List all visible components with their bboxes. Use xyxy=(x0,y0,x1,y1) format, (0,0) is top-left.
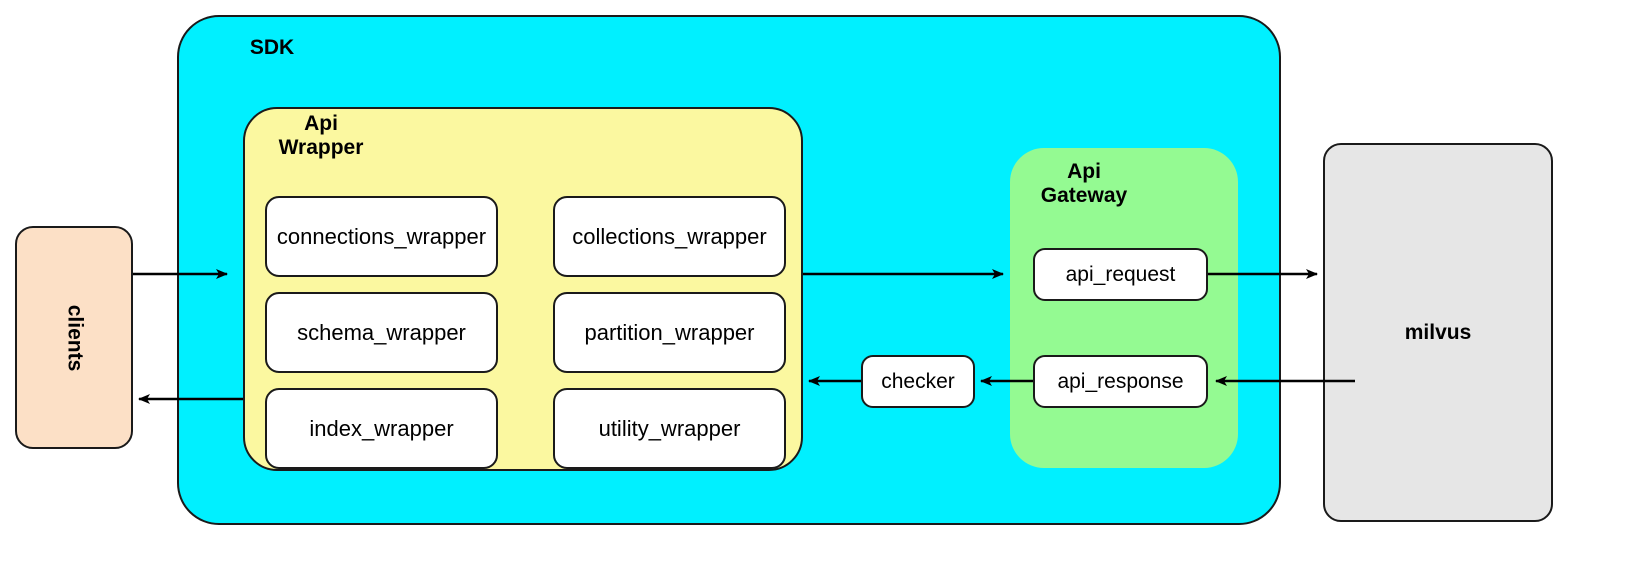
endpoint-milvus[interactable]: milvus xyxy=(1323,143,1553,522)
container-api-gateway xyxy=(1010,148,1238,468)
node-api-request[interactable]: api_request xyxy=(1033,248,1208,301)
node-partition-wrapper[interactable]: partition_wrapper xyxy=(553,292,786,373)
node-schema-wrapper[interactable]: schema_wrapper xyxy=(265,292,498,373)
container-sdk-label: SDK xyxy=(249,36,295,59)
endpoint-clients[interactable]: clients xyxy=(15,226,133,449)
container-api-gateway-label: Api Gateway xyxy=(1040,160,1128,207)
node-checker[interactable]: checker xyxy=(861,355,975,408)
container-api-wrapper-label: Api Wrapper xyxy=(278,112,364,159)
node-api-response[interactable]: api_response xyxy=(1033,355,1208,408)
endpoint-clients-label: clients xyxy=(63,304,86,371)
node-index-wrapper[interactable]: index_wrapper xyxy=(265,388,498,469)
node-collections-wrapper[interactable]: collections_wrapper xyxy=(553,196,786,277)
node-connections-wrapper[interactable]: connections_wrapper xyxy=(265,196,498,277)
node-utility-wrapper[interactable]: utility_wrapper xyxy=(553,388,786,469)
